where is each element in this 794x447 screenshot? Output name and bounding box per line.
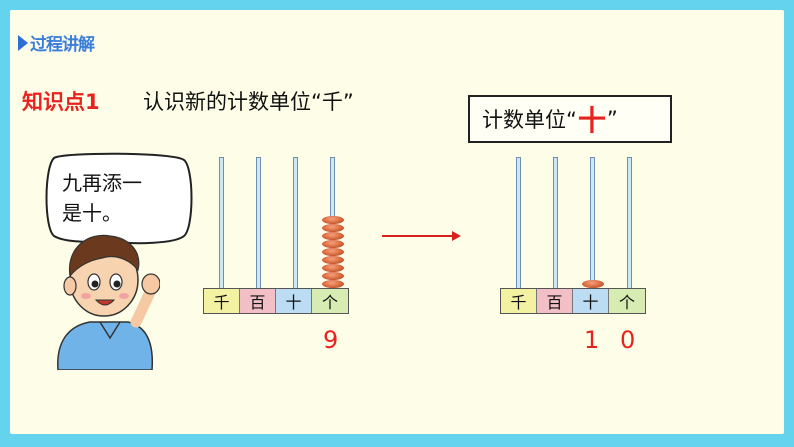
boy-illustration [57,234,160,370]
unit-box-highlight: 十 [577,104,606,137]
unit-box-suffix: ” [606,107,618,131]
place-labels-left: 千 百 十 个 [203,288,349,314]
abacus-bead [322,256,344,264]
arrow-shaft [382,235,454,237]
rod-tens [293,157,298,289]
place-thousands: 千 [501,289,537,313]
place-hundreds: 百 [240,289,276,313]
unit-box-prefix: 计数单位“ [482,108,577,132]
place-hundreds: 百 [537,289,573,313]
abacus-bead [322,280,344,288]
rod-hundreds [553,157,558,289]
abacus-bead [322,272,344,280]
rod-ones [627,157,632,289]
abacus-bead [322,232,344,240]
abacus-bead [322,224,344,232]
speech-bubble [45,152,193,262]
rod-tens [590,157,595,289]
number-left: 9 [323,326,339,354]
place-ones: 个 [609,289,645,313]
abacus-right: 千 百 十 个 [500,157,646,317]
number-right-tens-digit: 1 [584,326,600,354]
abacus-bead [322,248,344,256]
rod-hundreds [256,157,261,289]
rod-thousands [219,157,224,289]
arrow-right-icon [452,231,461,241]
section-tag: 过程讲解 [18,30,95,55]
counting-unit-box: 计数单位“十” [468,95,672,143]
abacus-bead [322,264,344,272]
knowledge-point-label: 知识点1 [22,90,100,114]
knowledge-point-title: 认识新的计数单位“千” [143,90,354,114]
place-labels-right: 千 百 十 个 [500,288,646,314]
place-tens: 十 [573,289,609,313]
speech-text: 九再添一 是十。 [62,168,182,228]
section-tag-label: 过程讲解 [30,35,95,55]
rod-thousands [516,157,521,289]
speech-line-1: 九再添一 [62,171,142,195]
abacus-bead [322,240,344,248]
abacus-bead [582,280,604,288]
place-thousands: 千 [204,289,240,313]
place-tens: 十 [276,289,312,313]
number-right-ones-digit: 0 [620,326,636,354]
abacus-left: 千 百 十 个 [203,157,349,317]
speech-line-2: 是十。 [62,201,122,225]
place-ones: 个 [312,289,348,313]
play-triangle-icon [18,34,28,51]
abacus-bead [322,216,344,224]
